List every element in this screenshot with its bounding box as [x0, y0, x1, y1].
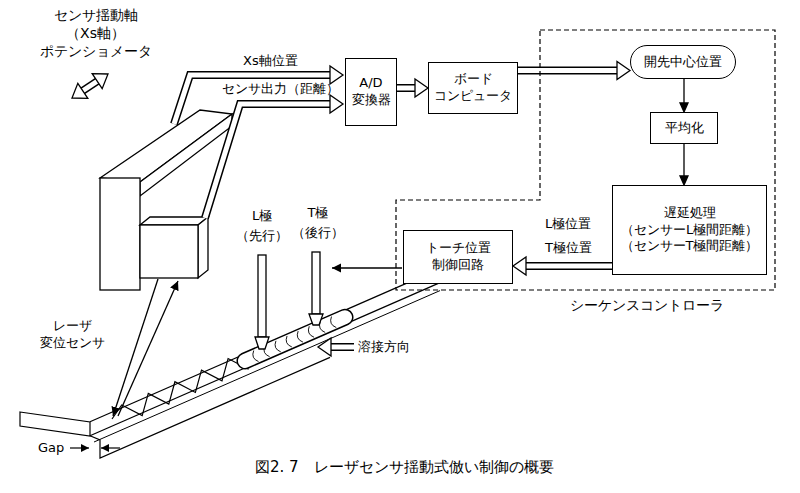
- label-text: T極: [288, 205, 348, 222]
- arrow-head: [318, 338, 331, 356]
- arrow-head: [680, 103, 688, 112]
- label-text: （先行）: [232, 228, 292, 245]
- arrow-head: [330, 95, 343, 113]
- flow-arrow: [680, 79, 688, 112]
- band-outline: [526, 262, 612, 270]
- base-plate: [20, 412, 90, 436]
- label-text: センサ揺動軸 （Xs軸） ポテンショメータ: [28, 6, 163, 61]
- computer-box: ボード コンピュータ: [428, 62, 518, 114]
- bead-ripple: [331, 317, 337, 328]
- torch-l-nozzle: [255, 337, 269, 349]
- arrow-head: [617, 62, 630, 80]
- arrow-shaft: [683, 79, 684, 103]
- label-text: Gap: [38, 440, 64, 457]
- arrow-head: [92, 74, 108, 89]
- arrow-head: [72, 83, 88, 98]
- band-outline: [83, 81, 97, 91]
- node-text: ボード コンピュータ: [434, 71, 512, 105]
- process-box: トーチ位置 制御回路: [403, 230, 513, 284]
- near-plate: [90, 357, 330, 458]
- label-text: センサ出力（距離）: [222, 81, 339, 98]
- flow-arrow: [397, 79, 428, 97]
- groove-root: [94, 291, 440, 442]
- controller-region: シーケンスコントローラ 開先中心位置平均化遅延処理（センサーL極間距離）（センサー…: [395, 28, 777, 318]
- band-inner: [526, 264, 612, 269]
- figure-caption: 図2. 7 レーザセンサ揺動式倣い制御の概要: [255, 458, 554, 477]
- band-inner: [518, 68, 617, 73]
- bead-ripple: [286, 336, 292, 347]
- flow-arrow: [518, 62, 630, 80]
- sensor-box-side: [198, 217, 208, 278]
- weaving-trace: [112, 359, 249, 419]
- converter-box: A/D 変換器: [345, 58, 397, 126]
- node-text: シーケンスコントローラ: [570, 296, 724, 314]
- torch-l: [258, 255, 266, 337]
- control-arrow: [332, 267, 402, 268]
- bead-ripple: [275, 341, 281, 352]
- laser-sensor: [140, 225, 198, 278]
- flow-arrow: [680, 144, 688, 185]
- band-inner: [331, 345, 354, 350]
- node-text: トーチ位置 制御回路: [409, 240, 507, 274]
- torch-t-nozzle: [309, 314, 323, 325]
- label-text: （後行）: [288, 225, 348, 242]
- label-text: レーザ 変位センサ: [35, 318, 110, 352]
- label-text: Xs軸位置: [243, 53, 298, 70]
- arrow-head: [680, 176, 688, 185]
- band-inner: [397, 86, 415, 91]
- band-outline: [397, 84, 415, 92]
- band-inner: [83, 81, 97, 91]
- flow-arrow: [513, 257, 612, 275]
- node-text: A/D 変換器: [351, 75, 391, 109]
- signal-bands: [72, 66, 354, 356]
- label-text: L極: [232, 208, 292, 225]
- arrow-head: [513, 257, 526, 275]
- bead-ripple: [297, 331, 303, 342]
- process-box: 平均化: [650, 112, 718, 144]
- gap-arrow: [101, 447, 120, 448]
- node-text: 開先中心位置: [636, 54, 730, 71]
- band-outline: [518, 67, 617, 75]
- bead-ripple: [253, 351, 259, 362]
- torch-t: [312, 252, 320, 314]
- label-text: T極位置: [545, 240, 592, 257]
- band-outline: [331, 343, 354, 351]
- label-text: 溶接方向: [358, 339, 410, 356]
- sensor-box-top: [140, 217, 208, 225]
- process-box: 遅延処理（センサーL極間距離）（センサーT極間距離）: [612, 185, 767, 275]
- gap-arrow: [70, 447, 89, 448]
- dashed-boundary: [396, 30, 775, 290]
- weaving-trace: [112, 359, 249, 419]
- node-text: 遅延処理: [618, 205, 761, 222]
- band-outline: [205, 104, 330, 218]
- bead-ripple: [308, 326, 314, 337]
- node-text: （センサーT極間距離）: [618, 238, 761, 255]
- node-text: 平均化: [656, 120, 712, 137]
- band-inner: [205, 104, 330, 218]
- arrow-head: [415, 79, 428, 97]
- label-text: L極位置: [545, 216, 591, 233]
- node-text: （センサーL極間距離）: [618, 222, 761, 239]
- process-box: 開先中心位置: [630, 45, 736, 79]
- sensor-post: [100, 178, 140, 290]
- arrow-shaft: [683, 144, 684, 176]
